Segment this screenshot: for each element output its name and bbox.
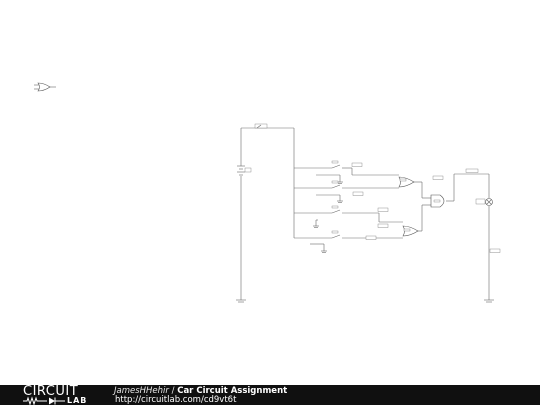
power-rail-left[interactable] <box>236 127 294 303</box>
circuitlab-logo[interactable]: CIRCUIT LAB <box>23 385 103 405</box>
node-label-box <box>465 168 479 173</box>
switch-branch-1[interactable] <box>294 162 399 184</box>
title-separator: / <box>168 386 178 396</box>
circuit-title[interactable]: Car Circuit Assignment <box>177 386 288 396</box>
logo-circuit-text: CIRCUIT <box>23 384 79 399</box>
circuit-url[interactable]: http://circuitlab.com/cd9vt6t <box>115 395 237 405</box>
footer-bar: CIRCUIT LAB JamesHHehir / Car Circuit As… <box>0 385 540 405</box>
or-gate-lower[interactable] <box>402 204 431 237</box>
or-gate-unconnected[interactable] <box>34 82 56 92</box>
switch-branch-3[interactable] <box>294 207 403 228</box>
probe-marker <box>256 124 262 129</box>
node-label-box <box>254 123 268 129</box>
lamp-output[interactable] <box>475 174 501 303</box>
battery-symbol[interactable] <box>237 165 245 176</box>
switch-branch-4[interactable] <box>294 223 403 253</box>
resistor-diode-icon <box>23 396 65 405</box>
component-tags <box>244 160 441 234</box>
logo-lab-text: LAB <box>67 396 88 405</box>
author-link[interactable]: JamesHHehir <box>114 386 169 396</box>
switch-branch-2[interactable] <box>294 184 399 203</box>
circuit-title-line: JamesHHehir / Car Circuit Assignment <box>114 386 287 396</box>
